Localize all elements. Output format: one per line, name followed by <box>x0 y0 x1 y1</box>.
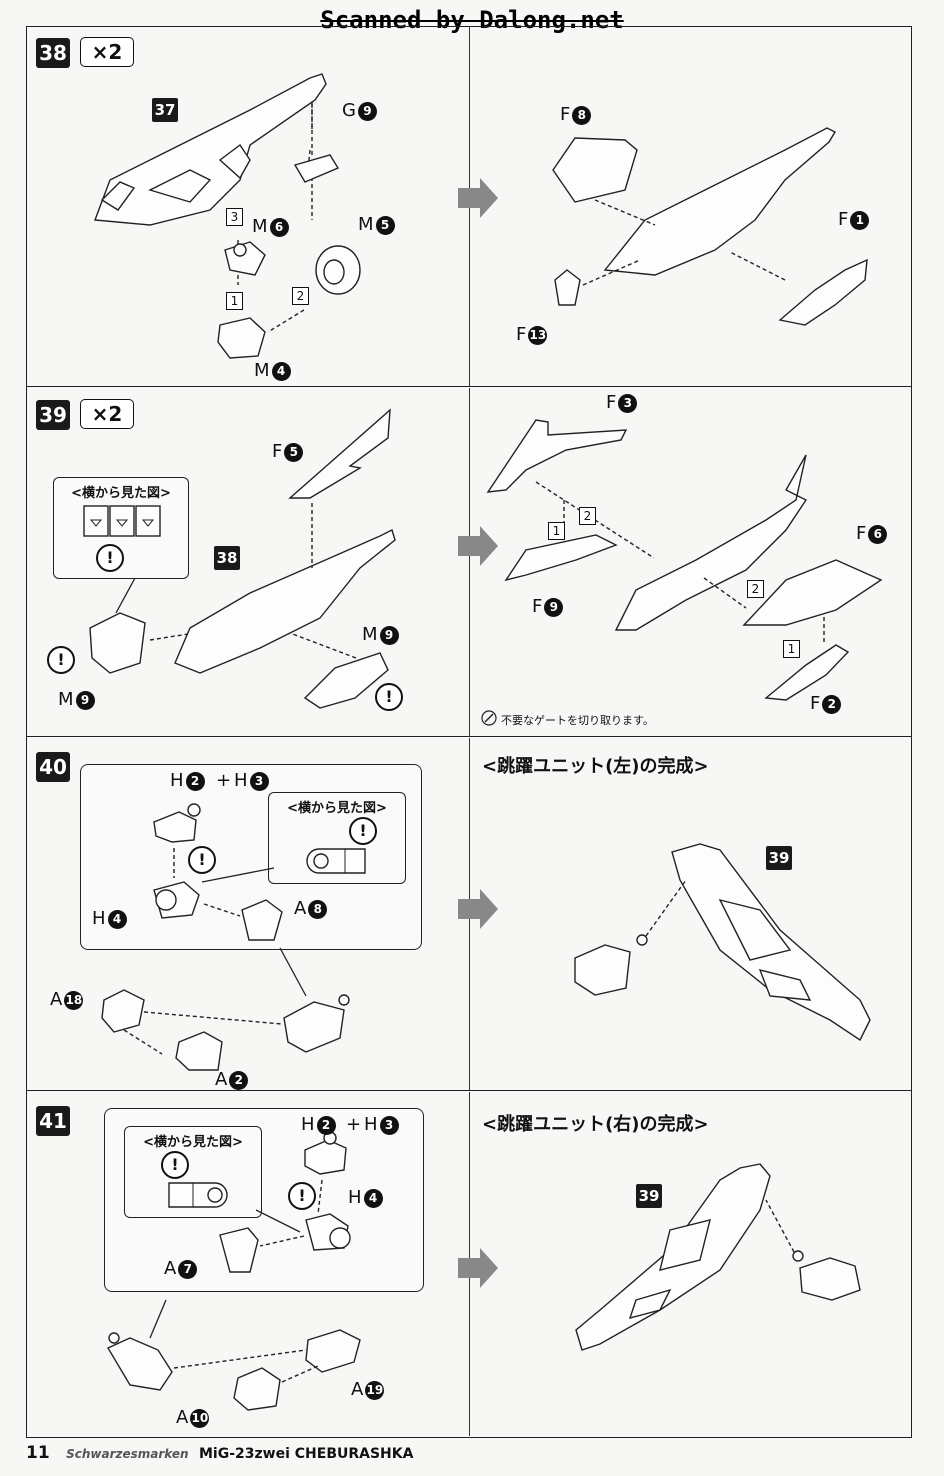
step-38-sub-2: 2 <box>292 287 309 305</box>
step-38-sub-1: 1 <box>226 292 243 310</box>
divider-row-2 <box>26 736 912 737</box>
step-41-left-drawing <box>106 1131 361 1411</box>
step-40-side-view-callout: <横から見た図> ! <box>268 792 406 884</box>
scan-credit: Scanned by Dalong.net <box>320 6 624 34</box>
page-footer: 11 Schwarzesmarken MiG-23zwei CHEBURASHK… <box>26 1443 413 1463</box>
divider-row-3 <box>26 1090 912 1091</box>
step-41-ref: 39 <box>636 1184 662 1208</box>
step-39-warning-left: ! <box>47 646 75 674</box>
step-38-left-drawing <box>94 73 361 359</box>
step-41-side-view-title: <横から見た図> <box>143 1135 243 1150</box>
step-41-number: 41 <box>36 1106 70 1136</box>
step-40-side-view-drawing <box>306 848 366 874</box>
divider-col-2 <box>469 388 470 736</box>
step-39-sub-1b: 1 <box>783 640 800 658</box>
step-40-left-drawing <box>101 803 350 1071</box>
step-40-warning: ! <box>188 846 216 874</box>
step-40-side-view-title: <横から見た図> <box>287 801 387 816</box>
step-38-ref: 37 <box>152 98 178 122</box>
step-39-sub-1a: 1 <box>548 522 565 540</box>
step-39-gate-note: 不要なゲートを切り取ります。 <box>501 714 654 727</box>
page-number: 11 <box>26 1443 50 1463</box>
step-41-warning: ! <box>288 1182 316 1210</box>
step-39-side-view-warning: ! <box>96 544 124 572</box>
step-40-plus: + <box>216 770 232 791</box>
step-41-side-view-drawing <box>168 1182 228 1208</box>
step-39-left-drawing <box>89 408 396 709</box>
step-39-flow-arrow <box>458 526 498 566</box>
step-41-flow-arrow <box>458 1248 498 1288</box>
series-name: Schwarzesmarken <box>66 1447 189 1461</box>
step-39-ref: 38 <box>214 546 240 570</box>
step-38-number: 38 <box>36 38 70 68</box>
step-41-right-drawing <box>575 1163 861 1351</box>
step-40-completion-title: <跳躍ユニット(左)の完成> <box>482 756 709 777</box>
step-41-plus: + <box>346 1114 362 1135</box>
step-39-number: 39 <box>36 400 70 430</box>
step-39-multiplier: ×2 <box>80 399 134 429</box>
model-name: MiG-23zwei CHEBURASHKA <box>199 1446 414 1462</box>
step-40-flow-arrow <box>458 889 498 929</box>
step-39-sub-2a: 2 <box>579 507 596 525</box>
step-41-side-view-warning: ! <box>161 1151 189 1179</box>
step-39-warning-right: ! <box>375 683 403 711</box>
step-39-sub-2b: 2 <box>747 580 764 598</box>
divider-row-1 <box>26 386 912 387</box>
gate-cut-icon <box>481 710 497 726</box>
step-40-side-view-warning: ! <box>349 817 377 845</box>
step-40-ref: 39 <box>766 846 792 870</box>
step-40-number: 40 <box>36 752 70 782</box>
step-41-side-view-callout: <横から見た図> ! <box>124 1126 262 1218</box>
step-38-multiplier: ×2 <box>80 37 134 67</box>
step-40-right-drawing <box>574 843 871 1042</box>
scan-header: Scanned by Dalong.net <box>0 6 944 38</box>
step-41-completion-title: <跳躍ユニット(右)の完成> <box>482 1114 709 1135</box>
step-39-side-view-title: <横から見た図> <box>71 486 171 501</box>
step-39-side-view-drawing <box>83 505 161 537</box>
step-39-right-drawing <box>486 419 883 701</box>
step-38-sub-3: 3 <box>226 208 243 226</box>
step-38-flow-arrow <box>458 178 498 218</box>
step-38-right-drawing <box>552 127 868 326</box>
step-39-side-view-callout: <横から見た図> ! <box>53 477 189 579</box>
